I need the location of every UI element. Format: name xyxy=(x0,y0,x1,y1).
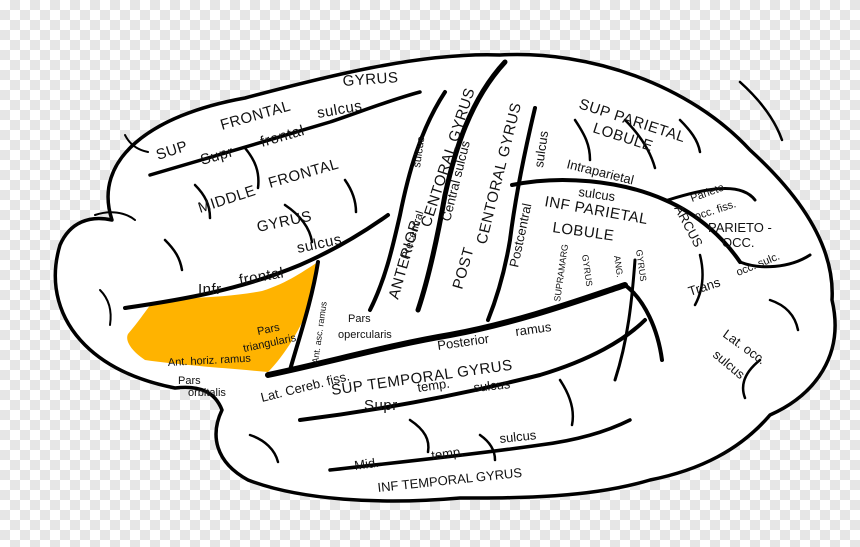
label-parieto-occ-2: OCC. xyxy=(722,235,755,250)
label-ang: ANG. xyxy=(612,255,625,278)
label-sulcus-ip: sulcus xyxy=(578,184,617,204)
label-pars-opercularis-2: opercularis xyxy=(338,329,392,341)
label-pars-orbitalis-2: orbitalis xyxy=(188,387,226,399)
sulci-lines xyxy=(94,59,812,472)
label-pars-triangularis-1: Pars xyxy=(256,321,281,338)
label-pars-opercularis-1: Pars xyxy=(348,313,371,325)
label-supr-t: Supr xyxy=(364,397,398,414)
label-gyrus-ang: GYRUS xyxy=(634,249,648,282)
label-gyrus-sm: GYRUS xyxy=(580,254,594,287)
label-temp-t: temp. xyxy=(416,376,450,395)
label-ramus: ramus xyxy=(514,319,552,339)
label-temp-m: temp. xyxy=(430,444,464,463)
label-pars-orbitalis-1: Pars xyxy=(178,375,201,387)
pars-triangularis-region xyxy=(127,262,318,372)
label-posterior: Posterior xyxy=(436,331,490,353)
label-sulcus-m: sulcus xyxy=(499,427,538,446)
label-sulcus-post: sulcus xyxy=(531,129,551,168)
label-gyrus-top: GYRUS xyxy=(342,69,399,90)
label-ant-horiz-ramus: Ant. horiz. ramus xyxy=(168,353,252,369)
label-sulcus-t: sulcus xyxy=(473,376,512,395)
label-infr: Infr xyxy=(198,281,222,298)
brain-outline xyxy=(53,52,837,503)
label-sulcus-pre: sulcus xyxy=(411,135,427,168)
label-mid: Mid. xyxy=(353,455,379,473)
label-parieto-occ-1: PARIETO - xyxy=(708,220,772,235)
